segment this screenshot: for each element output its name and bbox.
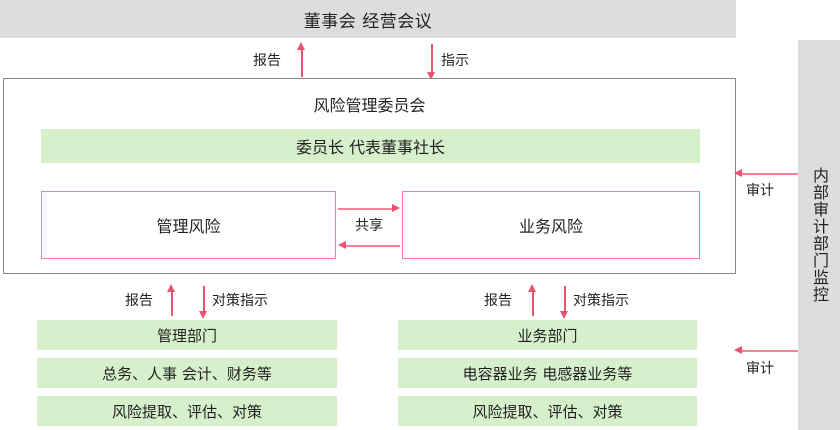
board-meeting-label: 董事会 经营会议 [303, 11, 433, 32]
right-dept-bar-2: 风险提取、评估、对策 [398, 396, 697, 426]
right-report-arrow-head-icon [528, 284, 536, 292]
share-arrow-left-head-icon [338, 241, 346, 249]
internal-audit-label: 内部审计部门监控 [809, 167, 829, 303]
left-countermeasure-label: 对策指示 [212, 293, 268, 309]
internal-audit-panel: 内部审计部门监控 [798, 40, 840, 430]
left-dept-bar-1: 总务、人事 会计、财务等 [37, 358, 337, 388]
share-arrow-left-shaft [344, 245, 400, 247]
audit-arrow-lower-shaft [740, 350, 798, 352]
right-report-label: 报告 [484, 293, 512, 309]
committee-title: 风险管理委员会 [313, 96, 426, 115]
left-report-arrow-head-icon [167, 284, 175, 292]
right-report-arrow-shaft [532, 289, 534, 316]
report-to-board-label: 报告 [253, 53, 281, 69]
right-countermeasure-arrow-head-icon [560, 311, 568, 319]
share-arrow-right-shaft [338, 208, 394, 210]
left-countermeasure-arrow-head-icon [199, 311, 207, 319]
report-to-board-arrow-head-icon [297, 42, 305, 50]
right-dept-bar-1: 电容器业务 电感器业务等 [398, 358, 697, 388]
instruction-arrow-shaft [431, 44, 433, 75]
left-report-label: 报告 [125, 293, 153, 309]
left-dept-bar-0: 管理部门 [37, 320, 337, 350]
right-dept-bar-0: 业务部门 [398, 320, 697, 350]
business-risk-box: 业务风险 [402, 191, 700, 259]
instruction-arrow-head-icon [427, 72, 435, 80]
report-to-board-arrow-shaft [301, 47, 303, 77]
right-countermeasure-arrow-shaft [564, 286, 566, 313]
left-dept-bar-2: 风险提取、评估、对策 [37, 396, 337, 426]
share-arrow-right-head-icon [392, 204, 400, 212]
audit-arrow-upper-shaft [740, 173, 798, 175]
management-risk-box: 管理风险 [41, 191, 336, 259]
board-meeting-banner: 董事会 经营会议 [0, 0, 736, 38]
instruction-label: 指示 [441, 53, 469, 69]
committee-chair-bar: 委员长 代表董事社长 [41, 129, 700, 163]
audit-arrow-upper-head-icon [734, 169, 742, 177]
share-label: 共享 [336, 215, 402, 235]
left-countermeasure-arrow-shaft [203, 286, 205, 313]
audit-label-upper: 审计 [746, 183, 774, 199]
audit-arrow-lower-head-icon [734, 346, 742, 354]
share-arrow-group: 共享 [336, 191, 402, 259]
risk-management-committee-box: 风险管理委员会 委员长 代表董事社长 管理风险 业务风险 共享 [3, 78, 736, 274]
left-report-arrow-shaft [171, 289, 173, 316]
audit-label-lower: 审计 [746, 361, 774, 377]
right-countermeasure-label: 对策指示 [573, 293, 629, 309]
